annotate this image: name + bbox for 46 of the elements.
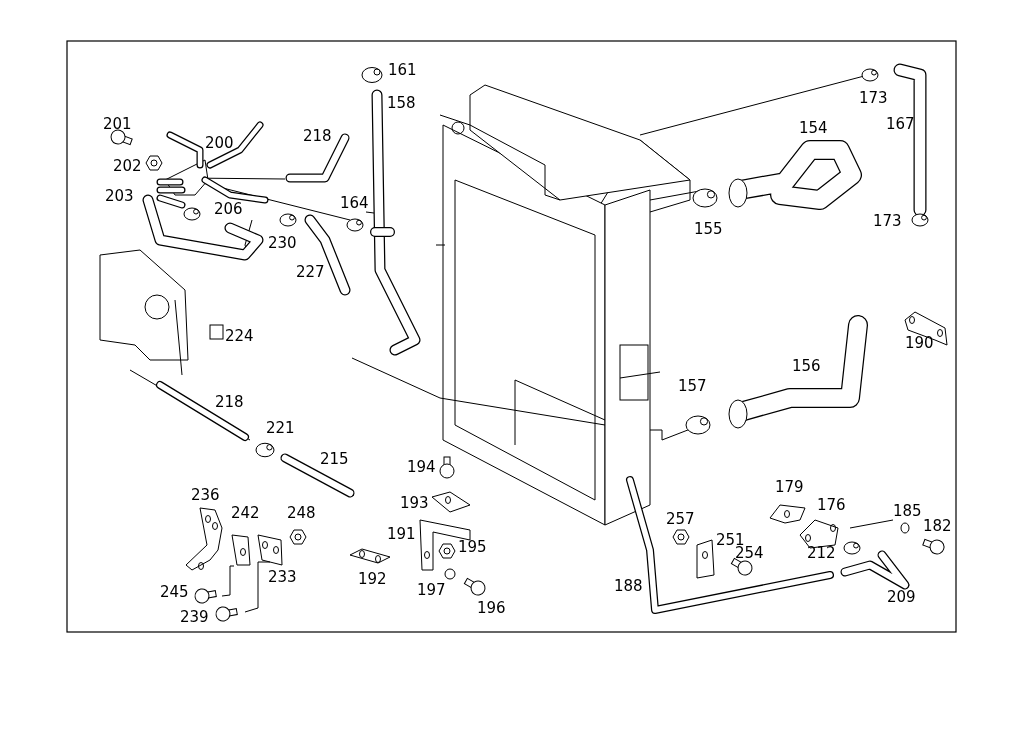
callout-number: 221 (266, 420, 295, 436)
callout-number: 218 (303, 128, 332, 144)
callout-number: 215 (320, 451, 349, 467)
callout-number: 227 (296, 264, 325, 280)
callout-number: 185 (893, 503, 922, 519)
callout-number: 203 (105, 188, 134, 204)
callout-number: 179 (775, 479, 804, 495)
callout-number: 192 (358, 571, 387, 587)
callout-number: 212 (807, 545, 836, 561)
callout-number: 195 (458, 539, 487, 555)
callout-number: 201 (103, 116, 132, 132)
callout-number: 190 (905, 335, 934, 351)
callout-number: 239 (180, 609, 209, 625)
callout-number: 188 (614, 578, 643, 594)
callout-number: 254 (735, 545, 764, 561)
callout-number: 191 (387, 526, 416, 542)
callout-number: 158 (387, 95, 416, 111)
callout-number: 197 (417, 582, 446, 598)
callout-number: 202 (113, 158, 142, 174)
callout-number: 206 (214, 201, 243, 217)
callout-number: 257 (666, 511, 695, 527)
callout-number: 218 (215, 394, 244, 410)
callout-number: 242 (231, 505, 260, 521)
callout-number: 248 (287, 505, 316, 521)
callout-number: 167 (886, 116, 915, 132)
callout-number: 173 (859, 90, 888, 106)
callout-number: 233 (268, 569, 297, 585)
callout-number: 182 (923, 518, 952, 534)
callout-number: 236 (191, 487, 220, 503)
callout-number: 245 (160, 584, 189, 600)
callout-number: 196 (477, 600, 506, 616)
callout-number: 200 (205, 135, 234, 151)
callout-number: 194 (407, 459, 436, 475)
callout-number: 193 (400, 495, 429, 511)
callout-number: 209 (887, 589, 916, 605)
callout-number: 173 (873, 213, 902, 229)
callout-number: 176 (817, 497, 846, 513)
callout-number: 230 (268, 235, 297, 251)
callout-number: 251 (716, 532, 745, 548)
callout-number: 154 (799, 120, 828, 136)
callout-number: 161 (388, 62, 417, 78)
callout-number: 155 (694, 221, 723, 237)
callout-number: 164 (340, 195, 369, 211)
callout-number: 156 (792, 358, 821, 374)
callout-number: 157 (678, 378, 707, 394)
callout-number: 224 (225, 328, 254, 344)
